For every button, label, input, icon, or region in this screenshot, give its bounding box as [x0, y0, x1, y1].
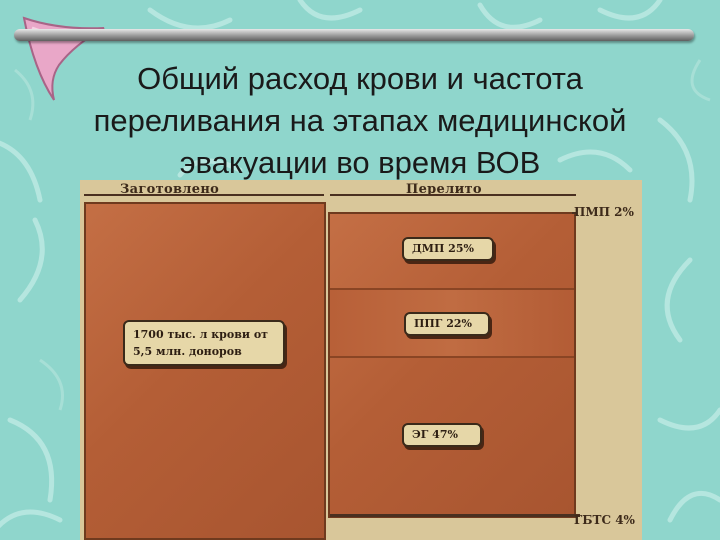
transfused-panel — [328, 212, 576, 518]
header-transfused: Перелито — [406, 182, 482, 197]
header-right-line — [330, 194, 576, 196]
stage-label-ppg: ППГ 22% — [404, 312, 490, 336]
harvested-panel — [84, 202, 326, 540]
slide-title: Общий расход крови и частота переливания… — [93, 61, 627, 180]
header-harvested: Заготовлено — [120, 182, 220, 197]
header-left-line — [84, 194, 324, 196]
pmp-marker — [572, 212, 576, 214]
stage-label-dmp: ДМП 25% — [402, 237, 494, 261]
total-blood-label: 1700 тыс. л крови от 5,5 млн. доноров — [123, 320, 285, 366]
stage-label-eg: ЭГ 47% — [402, 423, 482, 447]
stage-label-pmp: ПМП 2% — [574, 205, 634, 219]
title-divider-bar — [14, 29, 694, 41]
gbts-marker — [330, 514, 580, 517]
stage-label-gbts: ГБТС 4% — [574, 513, 635, 527]
blood-distribution-diagram: Заготовлено Перелито 1700 тыс. л крови о… — [80, 180, 642, 540]
